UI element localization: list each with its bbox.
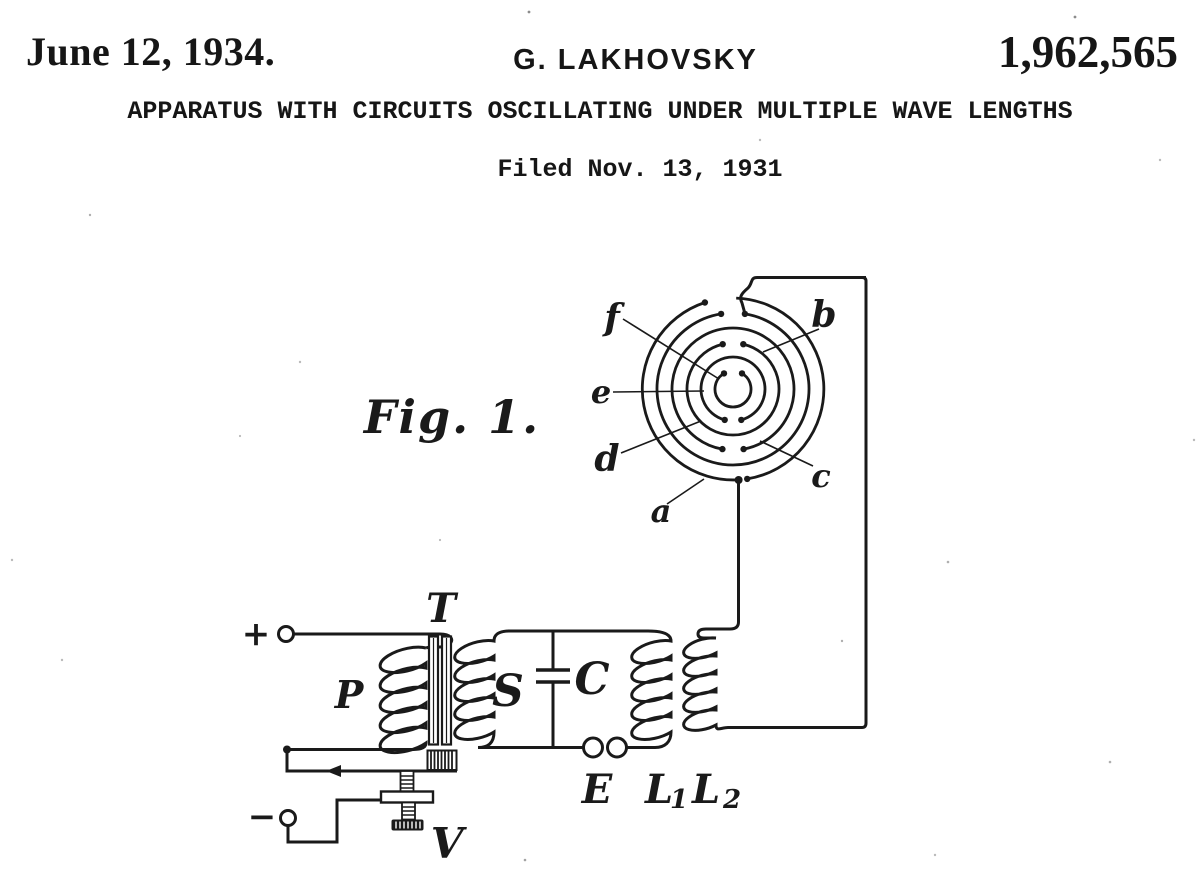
screw-threads-lower [402, 806, 415, 816]
spark-gap: E [581, 736, 628, 813]
label-core: T [426, 585, 459, 632]
ring-b [655, 312, 811, 467]
ring-a-left [640, 301, 739, 482]
transformer-core: T [426, 585, 459, 746]
patent-title: APPARATUS WITH CIRCUITS OSCILLATING UNDE… [127, 97, 1073, 126]
label-e: e [591, 373, 611, 411]
figure-caption: Fig. 1. [362, 390, 540, 444]
antenna-rings [640, 296, 826, 484]
spark-ball-right [606, 736, 628, 759]
negative-terminal: − [248, 797, 381, 844]
label-vibrator: V [431, 819, 468, 868]
plus-sign: + [242, 614, 271, 654]
label-c: c [811, 457, 830, 495]
filing-date: Filed Nov. 13, 1931 [497, 155, 783, 184]
negative-binding-post [279, 809, 297, 827]
antenna-feed-wires [696, 276, 866, 640]
ring-f [713, 372, 753, 409]
scan-specks [10, 10, 1196, 862]
label-f: f [601, 297, 625, 339]
inventor-name: G. LAKHOVSKY [513, 44, 758, 76]
ring-leader-lines [612, 318, 820, 505]
capacitor-plates [536, 668, 570, 684]
ring-a-right [736, 296, 826, 481]
label-capacitor: C [574, 654, 609, 705]
label-a: a [651, 492, 672, 530]
ring-e [699, 355, 767, 422]
label-l2-subscript: 2 [722, 785, 741, 815]
patent-issue-date: June 12, 1934. [26, 29, 276, 74]
capacitor: C [536, 631, 610, 748]
leader-d [620, 420, 702, 454]
feed-hook-top [739, 276, 866, 313]
negative-lead-wire [286, 798, 381, 844]
contact-block-hatch [430, 751, 453, 769]
ring-terminal-dots [701, 299, 751, 484]
label-l1-subscript: 1 [670, 785, 688, 815]
inductor-l1 [627, 629, 673, 749]
secondary-coil [453, 629, 584, 749]
core-lamination-lines [432, 638, 448, 743]
label-b: b [811, 294, 836, 336]
positive-binding-post [277, 625, 295, 643]
label-l1-letter: L [644, 766, 673, 813]
spark-ball-left [582, 736, 604, 759]
label-spark-gap: E [581, 766, 613, 813]
leader-f [622, 318, 720, 380]
bracket-bar [379, 790, 435, 804]
label-l2-letter: L [691, 766, 720, 813]
ring-label-letters: f e d c b a [591, 294, 837, 530]
armature-arrowhead [326, 765, 341, 777]
label-inductor-l1: L 1 [644, 766, 688, 815]
ring-c [670, 326, 796, 451]
label-secondary: S [492, 666, 524, 717]
leader-b [762, 328, 820, 353]
junction-dot [283, 745, 291, 754]
interrupter-assembly: V [283, 745, 468, 868]
patent-number: 1,962,565 [998, 27, 1178, 77]
primary-coil [290, 645, 428, 755]
label-d: d [594, 438, 619, 480]
ring-d [685, 342, 781, 437]
leader-c [759, 440, 814, 467]
feed-inner-vertical [696, 480, 740, 640]
inductor-l2 [682, 276, 868, 732]
label-inductor-l2: L 2 [691, 766, 741, 815]
leader-e [612, 390, 705, 393]
minus-sign: − [248, 797, 277, 837]
knob-knurling [395, 821, 421, 829]
label-primary: P [334, 672, 365, 717]
leader-a [666, 478, 705, 505]
screw-threads-upper [401, 775, 413, 789]
